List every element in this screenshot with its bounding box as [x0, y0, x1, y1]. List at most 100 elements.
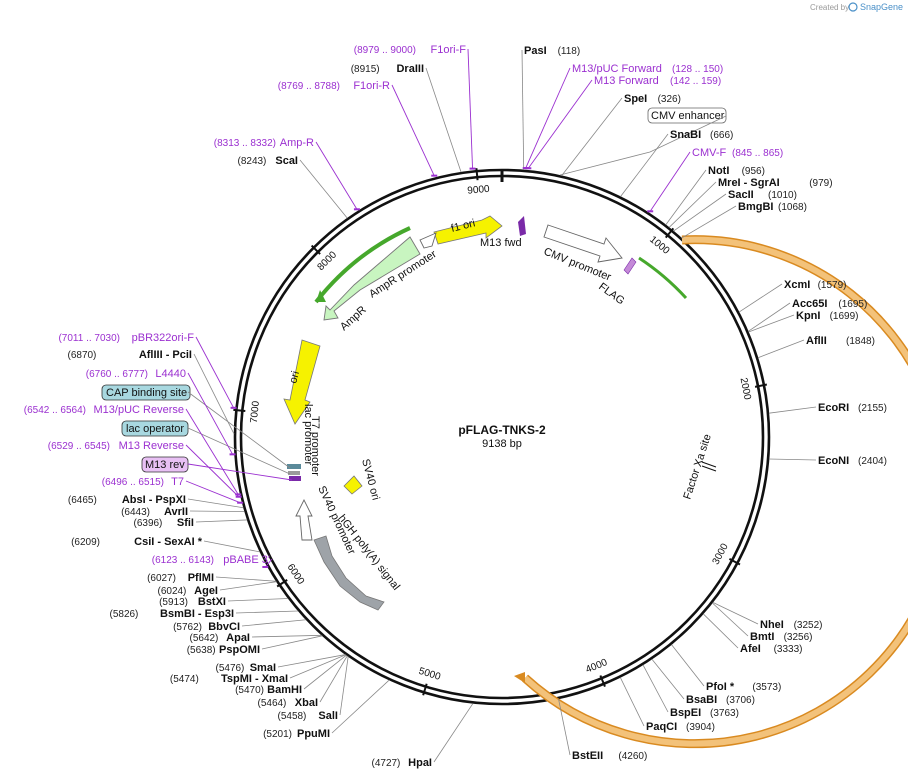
enzyme-site[interactable]: SmaI(5476)	[215, 654, 346, 674]
primer-site[interactable]: Amp-R(8313 .. 8332)	[214, 137, 360, 211]
enzyme-site[interactable]: BstXI(5913)	[159, 596, 289, 608]
enzyme-site[interactable]: AflIII - PciI(6870)	[67, 349, 235, 435]
enzyme-site[interactable]: EcoNI(2404)	[769, 455, 887, 467]
primer-site[interactable]: pBABE 3'(6123 .. 6143)	[152, 554, 273, 568]
enzyme-position: (1579)	[818, 280, 847, 291]
enzyme-site[interactable]: ApaI(5642)	[189, 632, 322, 644]
lac-promoter-marker	[288, 471, 300, 475]
enzyme-position: (979)	[809, 178, 832, 189]
enzyme-site[interactable]: BamHI(5470)	[235, 654, 347, 696]
primer-site[interactable]: F1ori-R(8769 .. 8788)	[278, 80, 438, 177]
enzyme-name: ApaI	[226, 632, 250, 644]
primer-site[interactable]: pBR322ori-F(7011 .. 7030)	[58, 332, 237, 409]
primer-position: (7011 .. 7030)	[58, 333, 120, 344]
ampr-accent-arc	[314, 226, 411, 304]
enzyme-position: (6396)	[133, 518, 162, 529]
enzyme-site[interactable]: AvrII(6443)	[121, 506, 245, 518]
enzyme-name: EcoRI	[818, 402, 849, 414]
tnks2-arrowhead-icon	[514, 672, 525, 683]
enzyme-site[interactable]: PspOMI(5638)	[187, 635, 323, 656]
primer-site[interactable]: F1ori-F(8979 .. 9000)	[354, 44, 476, 170]
enzyme-site[interactable]: MreI - SgrAI(979)	[668, 177, 833, 228]
enzyme-site[interactable]: BmgBI(1068)	[681, 201, 807, 239]
enzyme-site[interactable]: SacII(1010)	[673, 189, 797, 232]
primer-site[interactable]: M13/pUC Reverse(6542 .. 6564)	[24, 404, 242, 496]
enzyme-site[interactable]: PflMI(6027)	[147, 572, 277, 584]
enzyme-leader	[757, 339, 805, 359]
tick-mark	[475, 168, 479, 181]
enzyme-site[interactable]: SnaBI(666)	[620, 129, 733, 197]
enzyme-name: SmaI	[250, 662, 276, 674]
enzyme-site[interactable]: BsmBI - Esp3I (5826)	[109, 608, 299, 620]
enzyme-site[interactable]: NheI(3252)	[712, 602, 823, 631]
enzyme-name: BsaBI	[686, 694, 717, 706]
enzyme-site[interactable]: SpeI(326)	[561, 93, 681, 176]
enzyme-name: EcoNI	[818, 455, 849, 467]
enzyme-site[interactable]: AbsI - PspXI(6465)	[68, 494, 244, 509]
enzyme-site[interactable]: AflII(1848)	[757, 335, 875, 359]
enzyme-name: AfeI	[740, 643, 761, 655]
enzyme-name: BsmBI - Esp3I	[160, 608, 234, 620]
enzyme-site[interactable]: DraIII(8915)	[351, 63, 462, 173]
enzyme-site[interactable]: PasI(118)	[521, 45, 580, 170]
plasmid-size: 9138 bp	[482, 438, 522, 450]
enzyme-position: (2155)	[858, 403, 887, 414]
enzyme-site[interactable]: BbvCI(5762)	[173, 619, 307, 633]
tick-mark	[276, 579, 288, 588]
enzyme-site[interactable]: SfiI(6396)	[133, 517, 248, 529]
enzyme-site[interactable]: BspEI(3763)	[642, 664, 739, 719]
enzyme-position: (5464)	[257, 698, 286, 709]
hgh-polya-arc	[313, 535, 385, 611]
enzyme-position: (5826)	[109, 609, 138, 620]
enzyme-labels: PasI(118)SpeI(326)SnaBI(666)NotI(956)Mre…	[67, 45, 886, 769]
enzyme-position: (5470)	[235, 685, 264, 696]
enzyme-site[interactable]: PfoI *(3573)	[671, 644, 782, 693]
primer-site[interactable]: CMV-F(845 .. 865)	[647, 147, 783, 213]
primer-position: (6529 .. 6545)	[48, 441, 110, 452]
primer-labels: M13/pUC Forward(128 .. 150)M13 Forward(1…	[24, 44, 783, 568]
enzyme-site[interactable]: SalI(5458)	[277, 656, 349, 722]
primer-site[interactable]: M13/pUC Forward(128 .. 150)	[522, 63, 723, 170]
enzyme-site[interactable]: AgeI(6024)	[157, 581, 277, 597]
boxed-labels: CMV enhancer CAP binding site lac operat…	[101, 107, 727, 481]
enzyme-name: PfoI *	[706, 681, 735, 693]
primer-name: L4440	[155, 368, 186, 380]
enzyme-leader	[251, 634, 322, 638]
enzyme-site[interactable]: BsaBI (3706)	[651, 658, 755, 706]
enzyme-position: (3706)	[726, 695, 755, 706]
m13rev-leader	[187, 463, 293, 481]
enzyme-leader	[261, 635, 323, 650]
enzyme-site[interactable]: XcmI(1579)	[738, 279, 847, 313]
primer-position: (142 .. 159)	[670, 76, 721, 87]
enzyme-site[interactable]: PaqCI(3904)	[619, 677, 715, 733]
primer-position: (6123 .. 6143)	[152, 555, 214, 566]
primer-leader	[185, 444, 240, 498]
enzyme-site[interactable]: NotI(956)	[665, 165, 765, 226]
enzyme-site[interactable]: BmtI(3256)	[712, 602, 813, 643]
enzyme-site[interactable]: EcoRI (2155)	[768, 402, 887, 414]
enzyme-site[interactable]: HpaI(4727)	[371, 703, 474, 769]
enzyme-site[interactable]: BstEII(4260)	[558, 698, 648, 762]
cmv-enhancer-label: CMV enhancer	[651, 110, 725, 122]
primer-site[interactable]: M13 Reverse(6529 .. 6545)	[48, 440, 242, 498]
enzyme-site[interactable]: Acc65I(1695)	[748, 298, 867, 332]
enzyme-site[interactable]: TspMI - XmaI(5474)	[170, 654, 346, 685]
enzyme-leader	[215, 576, 277, 582]
enzyme-position: (3256)	[784, 632, 813, 643]
primer-site[interactable]: L4440 (6760 .. 6777)	[86, 368, 236, 456]
primer-position: (6760 .. 6777)	[86, 369, 148, 380]
enzyme-site[interactable]: KpnI(1699)	[748, 310, 859, 333]
enzyme-site[interactable]: AfeI(3333)	[703, 613, 803, 655]
enzyme-leader	[712, 602, 759, 625]
enzyme-site[interactable]: XbaI(5464)	[257, 655, 348, 709]
enzyme-name: PaqCI	[646, 721, 677, 733]
primer-site[interactable]: T7(6496 .. 6515)	[102, 476, 244, 504]
primer-position: (8313 .. 8332)	[214, 138, 276, 149]
factor-xa-marker	[701, 461, 717, 468]
primer-site[interactable]: M13 Forward(142 .. 159)	[525, 75, 721, 170]
enzyme-site[interactable]: PpuMI(5201)	[263, 679, 390, 740]
enzyme-site[interactable]: CsiI - SexAI *(6209)	[71, 536, 260, 553]
enzyme-site[interactable]: ScaI(8243)	[237, 155, 348, 219]
m13-rev-label: M13 rev	[145, 459, 185, 471]
